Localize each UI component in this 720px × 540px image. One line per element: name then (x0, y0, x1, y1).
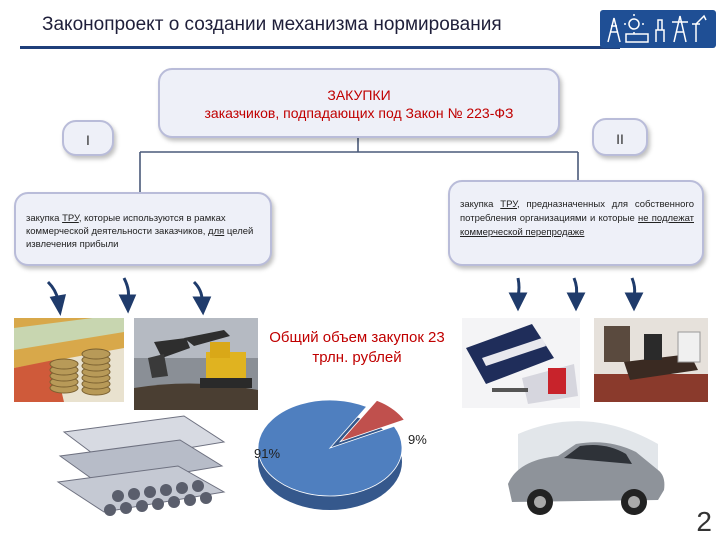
procurement-box: ЗАКУПКИ заказчиков, подпадающих под Зако… (158, 68, 560, 138)
page-number: 2 (696, 506, 712, 537)
arrow-down-icon (46, 280, 67, 316)
arrow-down-icon (118, 277, 137, 314)
slide-title: Законопроект о создании механизма нормир… (42, 14, 502, 35)
office-desk-photo (594, 318, 708, 402)
pie-label-small: 9% (408, 432, 427, 447)
steel-pipes-photo (54, 412, 234, 520)
excavator-photo (134, 318, 258, 410)
car-photo (498, 414, 668, 526)
arrow-down-icon (192, 280, 212, 316)
pie-label-big: 91% (254, 446, 281, 461)
procurement-subheading: заказчиков, подпадающих под Закон № 223-… (204, 105, 514, 121)
branch-1-description: закупка ТРУ, которые используются в рамк… (14, 192, 272, 266)
energy-logo-icon (607, 14, 707, 43)
pie-slice-small (338, 399, 406, 443)
branch-2-number: II (592, 118, 648, 156)
coins-photo (14, 318, 124, 402)
pie-title: Общий объем закупок 23 трлн. рублей (269, 329, 445, 366)
title-underline (20, 46, 620, 49)
pie-slice-big (257, 399, 403, 497)
branch-2-description: закупка ТРУ, предназначенных для собстве… (448, 180, 704, 266)
procurement-heading: ЗАКУПКИ (327, 87, 391, 103)
arrow-down-icon (566, 277, 586, 312)
arrow-down-icon (624, 277, 644, 312)
branch-1-number: I (62, 120, 114, 156)
office-supplies-photo (462, 318, 580, 408)
energy-logo (600, 10, 716, 48)
arrow-down-icon (508, 277, 528, 312)
